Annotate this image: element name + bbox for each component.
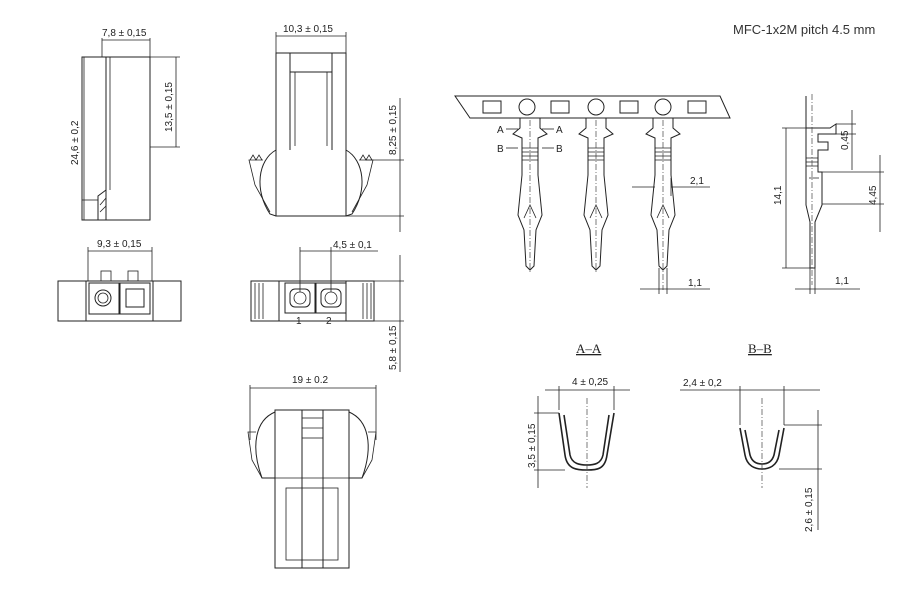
section-bb: B–B 2,4 ± 0,2 2,6 ± 0,15: [680, 341, 822, 532]
dim-pitch: 4,5 ± 0,1: [333, 240, 372, 251]
pin-label-2: 2: [326, 316, 332, 327]
dim-side-inner: 13,5 ± 0,15: [164, 82, 175, 132]
section-bb-label: B–B: [748, 341, 772, 356]
section-mark-b-left: B: [497, 144, 504, 155]
face-view-left: 9,3 ± 0,15: [57, 239, 182, 322]
terminal-strip: A A B B 2,1 1,1: [454, 95, 731, 294]
section-aa: A–A 4 ± 0,25 3,5 ± 0,15: [527, 341, 630, 488]
side-view: 7,8 ± 0,15 13,5 ± 0,15 24,6 ± 0,2: [70, 28, 180, 221]
terminal-side-view: 14,1 0,45 4,45 1,1: [773, 94, 884, 294]
dim-bb-height: 2,6 ± 0,15: [804, 487, 815, 532]
dim-side-width: 7,8 ± 0,15: [102, 28, 147, 39]
drawing-title: MFC-1x2M pitch 4.5 mm: [733, 22, 876, 37]
dim-strip-shoulder: 2,1: [690, 176, 704, 187]
dim-side-height: 24,6 ± 0,2: [70, 120, 81, 165]
dim-terminal-tab: 0,45: [840, 130, 851, 150]
section-mark-a-left: A: [497, 125, 504, 136]
dim-strip-pin: 1,1: [688, 278, 702, 289]
dim-bb-width: 2,4 ± 0,2: [683, 378, 722, 389]
section-mark-a-right: A: [556, 125, 563, 136]
dim-front-latch: 8,25 ± 0,15: [388, 105, 399, 155]
dim-aa-height: 3,5 ± 0,15: [527, 423, 538, 468]
bottom-side-view: 19 ± 0.2: [247, 375, 377, 569]
front-view: 10,3 ± 0,15 8,25 ± 0,15: [248, 24, 404, 232]
dim-front-width: 10,3 ± 0,15: [283, 24, 333, 35]
section-mark-b-right: B: [556, 144, 563, 155]
dim-terminal-offset: 4,45: [868, 185, 879, 205]
dim-bottom-width: 9,3 ± 0,15: [97, 239, 142, 250]
dim-terminal-pin: 1,1: [835, 276, 849, 287]
dim-aa-width: 4 ± 0,25: [572, 377, 609, 388]
dim-face-height: 5,8 ± 0,15: [388, 325, 399, 370]
face-view-pins: 1 2 4,5 ± 0,1 5,8 ± 0,15: [250, 240, 404, 372]
dim-full-width: 19 ± 0.2: [292, 375, 329, 386]
dim-terminal-height: 14,1: [773, 185, 784, 205]
pin-label-1: 1: [296, 316, 302, 327]
section-aa-label: A–A: [576, 341, 602, 356]
